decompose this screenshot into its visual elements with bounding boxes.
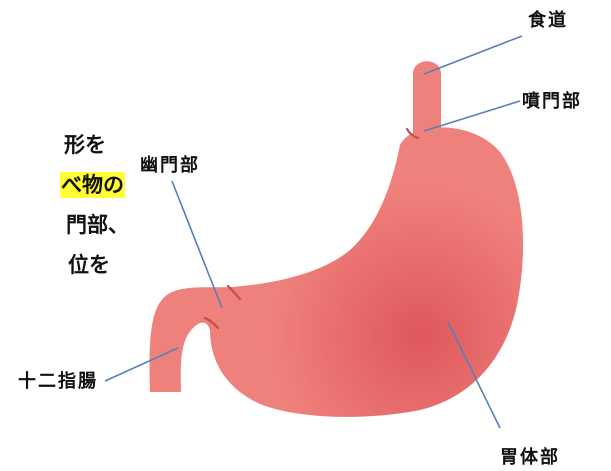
leader-line-esophagus (424, 36, 522, 74)
label-stomach-body: 胃体部 (500, 447, 560, 469)
label-cardia: 噴門部 (522, 91, 582, 113)
label-esophagus: 食道 (528, 10, 568, 32)
label-duodenum: 十二指腸 (18, 371, 98, 393)
stomach-body-shape (150, 127, 524, 417)
label-pylorus: 幽門部 (140, 155, 200, 177)
